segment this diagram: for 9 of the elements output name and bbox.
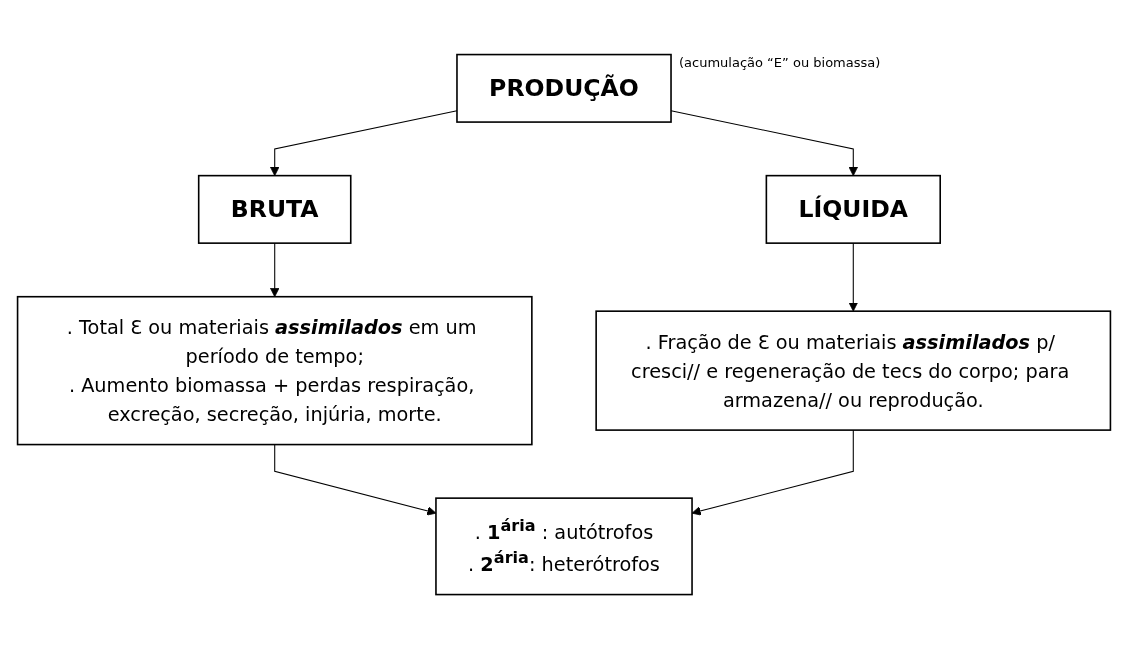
node-box: . Total Ɛ ou materiais assimilados em um período de tempo; . Aumento biomassa + perdas respiração, excreção, secreção, injúria, morte. bbox=[16, 296, 533, 446]
annotation-text: (acumulação “E” ou biomassa) bbox=[679, 55, 881, 70]
node-box: PRODUÇÃO bbox=[456, 54, 672, 124]
arrow bbox=[270, 243, 280, 298]
node-box: . Fração de Ɛ ou materiais assimilados p/ cresci// e regeneração de tecs do corpo; para armazena// ou reprodução. bbox=[595, 310, 1112, 432]
node-box: . 1$^{ária}$ : autótrofos . 2$^{ária}$: heterótrofos bbox=[435, 497, 693, 596]
arrow bbox=[848, 243, 858, 313]
node-box: BRUTA bbox=[197, 175, 352, 245]
node-box: LÍQUIDA bbox=[765, 175, 941, 245]
